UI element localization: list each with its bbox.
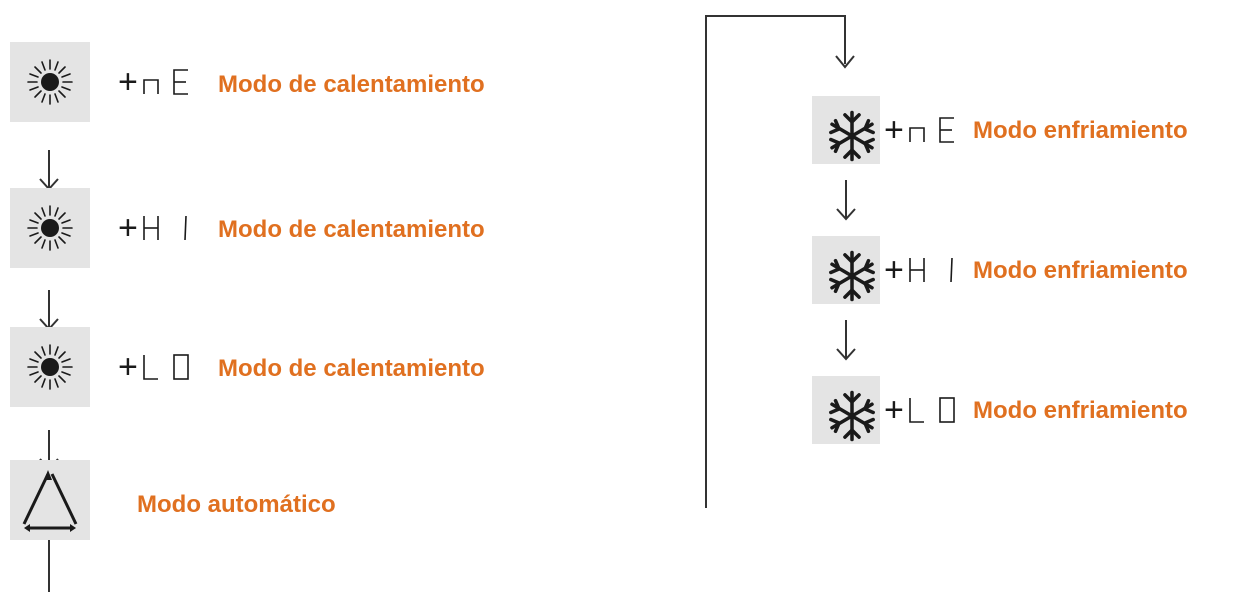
triangle-cycle-icon: [22, 470, 78, 532]
segment-display-hi: [909, 257, 953, 283]
cool-mode-label: Modo enfriamiento: [973, 397, 1188, 424]
down-arrow-icon: [836, 180, 856, 221]
cool-code-ne: +: [884, 110, 962, 150]
plus-sign: +: [118, 63, 138, 101]
segment-display-lo: [909, 397, 955, 423]
cool-mode-icon-box: [812, 236, 880, 304]
heat-code-ne: +: [118, 62, 196, 102]
cool-mode-label: Modo enfriamiento: [973, 117, 1188, 144]
heat-mode-label: Modo de calentamiento: [218, 71, 485, 98]
snowflake-icon: [829, 250, 875, 302]
cool-mode-label: Modo enfriamiento: [973, 257, 1188, 284]
auto-mode-label: Modo automático: [137, 491, 336, 518]
heat-code-hi: +: [118, 208, 196, 248]
plus-sign: +: [884, 111, 904, 149]
snowflake-icon: [829, 110, 875, 162]
auto-mode-icon-box: [10, 460, 90, 540]
plus-sign: +: [884, 251, 904, 289]
heat-mode-icon-box: [10, 327, 90, 407]
heat-code-lo: +: [118, 347, 196, 387]
segment-display-hi: [143, 215, 187, 241]
snowflake-icon: [829, 390, 875, 442]
down-arrow-icon: [836, 320, 856, 361]
segment-display-ne: [909, 117, 954, 143]
cool-mode-icon-box: [812, 376, 880, 444]
heat-mode-label: Modo de calentamiento: [218, 216, 485, 243]
sun-icon: [27, 205, 73, 251]
heat-mode-icon-box: [10, 188, 90, 268]
plus-sign: +: [884, 391, 904, 429]
cool-mode-icon-box: [812, 96, 880, 164]
segment-display-lo: [143, 354, 189, 380]
segment-display-ne: [143, 69, 188, 95]
sun-icon: [27, 344, 73, 390]
plus-sign: +: [118, 209, 138, 247]
sun-icon: [27, 59, 73, 105]
heat-mode-icon-box: [10, 42, 90, 122]
cool-code-hi: +: [884, 250, 962, 290]
heat-mode-label: Modo de calentamiento: [218, 355, 485, 382]
cool-code-lo: +: [884, 390, 962, 430]
plus-sign: +: [118, 348, 138, 386]
down-arrow-icon: [39, 150, 59, 191]
down-arrow-icon: [39, 290, 59, 331]
